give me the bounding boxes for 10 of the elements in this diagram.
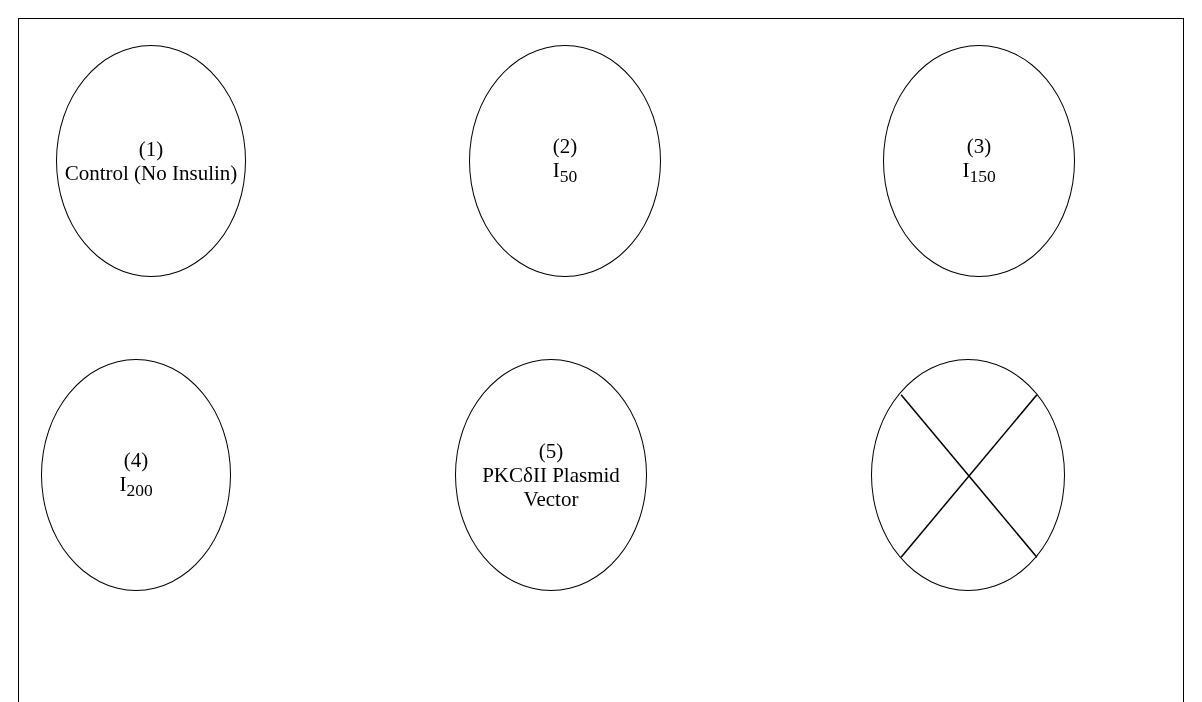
well-number: (3) <box>966 133 992 158</box>
well-label: Control (No Insulin) <box>64 161 238 185</box>
well-label: I$_{200}$ <box>119 471 153 503</box>
well-label: PKCδII Plasmid Vector <box>481 463 621 511</box>
well-number: (2) <box>552 133 578 158</box>
well-number: (1) <box>138 137 164 161</box>
well-label: I$_{150}$ <box>962 157 996 189</box>
well-number: (5) <box>538 439 564 463</box>
well-number: (4) <box>123 447 149 472</box>
well-label: I$_{50}$ <box>552 157 578 189</box>
